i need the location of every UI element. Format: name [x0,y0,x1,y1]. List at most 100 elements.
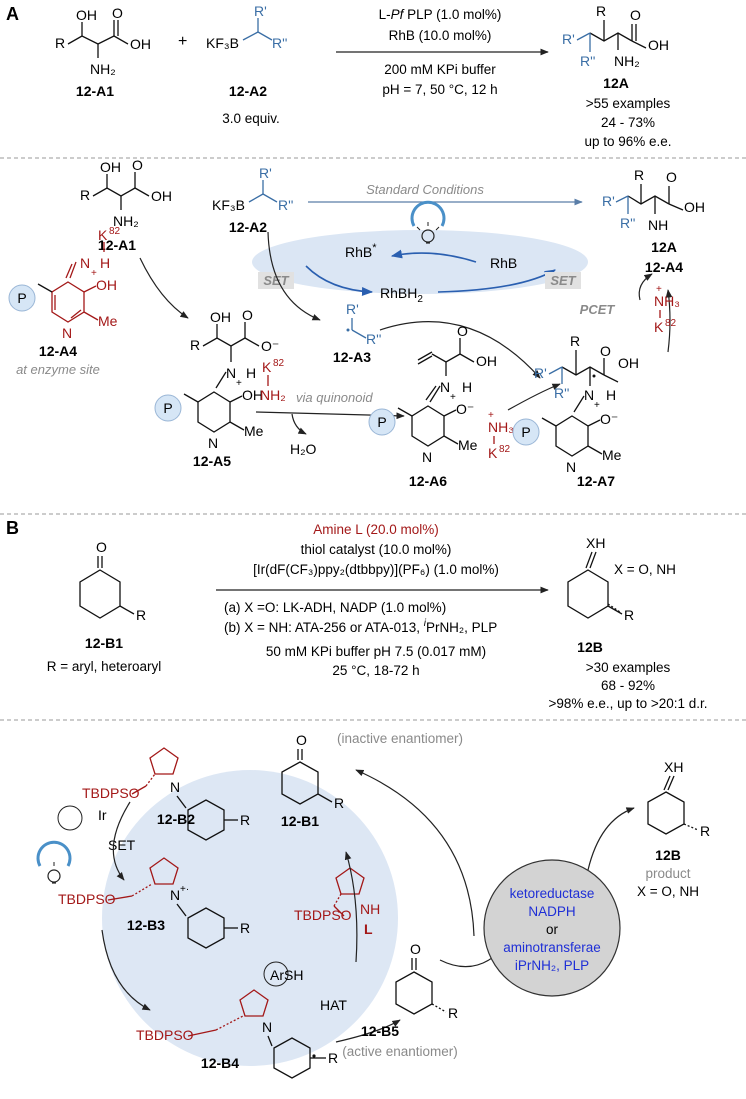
svg-text:OH: OH [100,159,121,175]
label-12-a2: 12-A2 [229,83,267,99]
svg-text:+: + [488,410,494,421]
svg-text:O: O [296,732,307,748]
svg-text:Me: Me [602,447,622,463]
svg-text:R: R [240,812,250,828]
svg-text:TBDPSO: TBDPSO [58,891,116,907]
svg-text:H: H [100,255,110,271]
svg-text:R: R [700,823,710,839]
lysine-k82-nh3-mid: + NH₃ K 82 [488,410,514,461]
svg-text:OH: OH [76,7,97,23]
svg-text:NH: NH [360,901,380,917]
svg-text:R: R [240,920,250,936]
svg-text:TBDPSO: TBDPSO [136,1027,194,1043]
cond-option-a: (a) X =O: LK-ADH, NADP (1.0 mol%) [224,600,446,615]
arrow-rhb-to-rhbstar [390,249,477,263]
result-yield-a: 24 - 73% [601,115,655,130]
svg-text:OH: OH [648,37,669,53]
cycle-structure-12-b1: O R [281,732,344,811]
light-bulb-icon-b [36,840,72,884]
svg-text:NH: NH [648,217,668,233]
arrow-b4-to-b5 [335,1019,401,1043]
light-bulb-icon [410,200,446,244]
structure-12-a1: R OH NH₂ O OH [55,5,151,77]
arrow-enzyme-to-12b [587,807,635,871]
inactive-enantiomer-text: (inactive enantiomer) [337,731,463,746]
svg-text:OH: OH [684,199,705,215]
svg-text:R'': R'' [620,215,635,231]
label-12b: 12B [577,639,603,655]
svg-text:+: + [236,378,242,389]
svg-text:R': R' [602,193,615,209]
svg-text:Me: Me [458,437,478,453]
label-12-a5: 12-A5 [193,453,231,469]
structure-12-b1: O R [79,539,146,623]
svg-text:O: O [600,343,611,359]
svg-text:OH: OH [242,387,263,403]
cycle-label-12-b1: 12-B1 [281,813,319,829]
structure-12-a2: KF₃B R' R'' [206,3,287,51]
cond-temp-b: 25 °C, 18-72 h [332,663,419,678]
svg-text:R: R [334,795,344,811]
svg-text:O: O [96,539,107,555]
label-12-a1: 12-A1 [76,83,114,99]
label-12-a3: 12-A3 [333,349,371,365]
svg-text:+: + [91,268,97,279]
enzyme-iprnh2-plp: iPrNH₂, PLP [515,958,589,973]
arsh-label: ArSH [270,967,303,983]
cond-ir-catalyst: [Ir(dF(CF₃)ppy₂(dtbbpy)](PF₆) (1.0 mol%) [253,562,499,577]
structure-12-a6: O OH N H + O⁻ Me N P [368,323,497,465]
svg-text:R'': R'' [580,53,595,69]
svg-text:O⁻: O⁻ [600,411,618,427]
svg-text:H: H [606,387,616,403]
svg-text:82: 82 [273,358,285,369]
svg-text:R: R [596,3,606,19]
svg-text:+: + [656,284,662,295]
svg-text:OH: OH [618,355,639,371]
svg-text:K: K [488,445,498,461]
structure-12b: XH R [567,535,634,623]
svg-text:R': R' [562,31,575,47]
cond-amine-l: Amine L (20.0 mol%) [313,522,439,537]
pcet-label: PCET [580,302,616,317]
cond-buffer: 200 mM KPi buffer [384,62,496,77]
arrow-a1-to-a5 [139,257,189,319]
cycle-label-12-b4: 12-B4 [201,1055,239,1071]
mech-structure-12-a2: KF₃B R' R'' [212,165,293,213]
rhb-star: RhB* [345,242,377,260]
water-text: H₂O [290,441,317,457]
via-quinonoid-text: via quinonoid [296,390,373,405]
svg-text:N: N [584,387,594,403]
svg-text:NH₂: NH₂ [113,213,139,229]
cycle-structure-12-b2: TBDPSO N R [82,747,250,841]
label-12-a7: 12-A7 [577,473,615,489]
arrow-a6-to-a7 [507,383,561,411]
cycle-structure-12-b4: TBDPSO N R [136,989,338,1079]
thiol-cycle-icon [263,961,289,987]
cond-pf-plp: L-Pf PLP (1.0 mol%) [379,7,502,22]
svg-text:P: P [377,414,386,430]
svg-text:O: O [666,169,677,185]
svg-text:N: N [422,449,432,465]
mech-label-12a: 12A [651,239,677,255]
label-12-a4-left: 12-A4 [39,343,77,359]
cond-ph-temp: pH = 7, 50 °C, 12 h [382,82,497,97]
mech-structure-12-a1: R OH NH₂ O OH [80,157,172,229]
svg-text:R'': R'' [554,385,569,401]
cycle-label-12-b2: 12-B2 [157,811,195,827]
arrow-l-return [344,851,358,963]
svg-text:82: 82 [499,444,511,455]
svg-text:R': R' [254,3,267,19]
cycle-x-definition: X = O, NH [637,884,699,899]
cycle-label-12-b3: 12-B3 [127,917,165,933]
result-ee-a: up to 96% e.e. [584,134,671,149]
arrow-a7-to-12a [665,289,673,353]
svg-text:NH₃: NH₃ [488,419,514,435]
svg-text:TBDPSO: TBDPSO [82,785,140,801]
photocatalytic-cycle-bg [252,230,588,294]
mech-structure-12a: R R' R'' NH O OH [602,167,705,233]
svg-text:N: N [80,255,90,271]
svg-text:R: R [570,333,580,349]
arrow-a2-to-a3 [267,231,321,321]
r-definition: R = aryl, heteroaryl [47,659,161,674]
arrow-water-loss [291,413,307,435]
